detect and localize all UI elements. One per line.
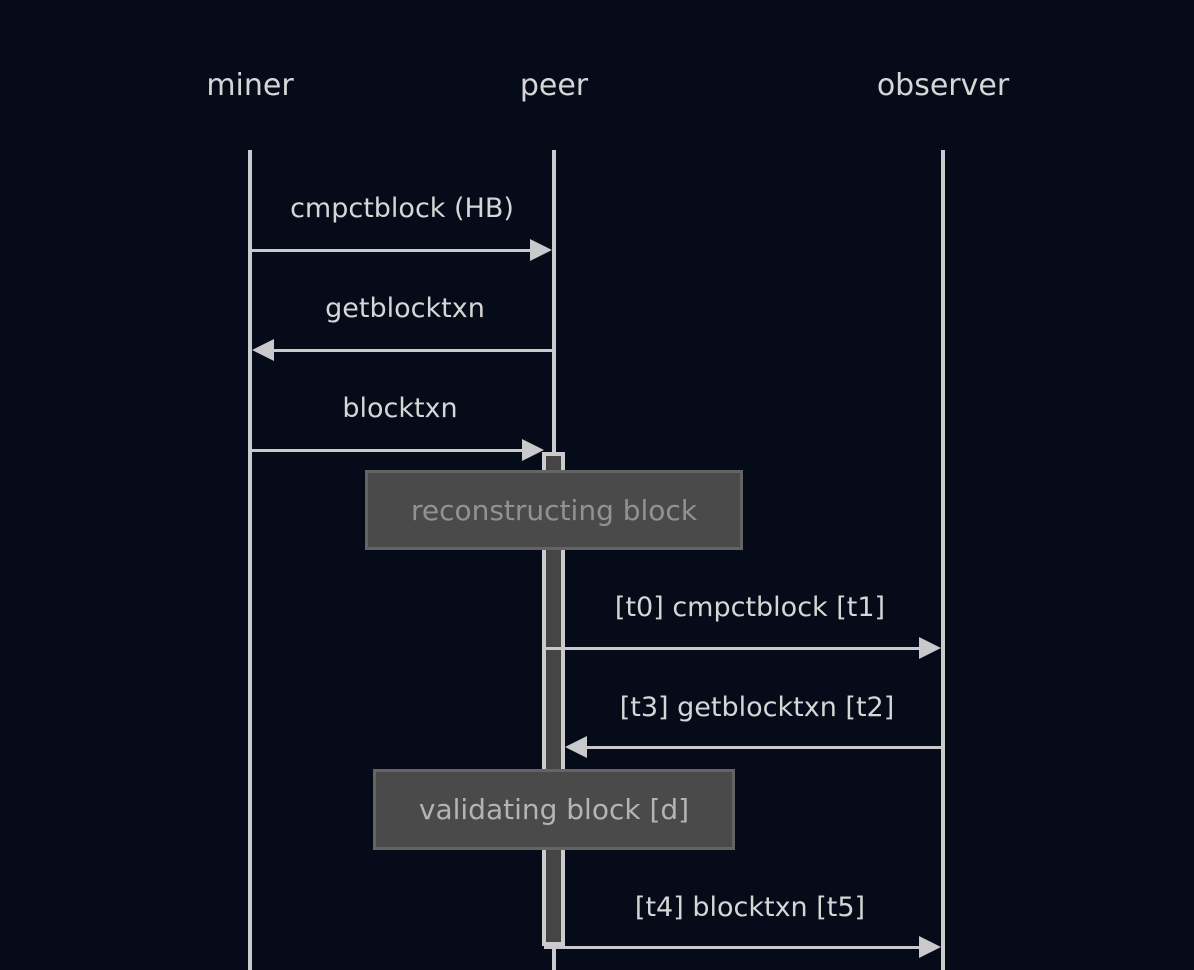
activity-box-label: reconstructing block	[410, 493, 698, 527]
message-line-t4-blocktxn-t5	[544, 946, 919, 949]
arrowhead-right-icon	[522, 439, 544, 461]
message-line-cmpctblock-hb	[252, 249, 532, 252]
message-label-t3-getblocktxn-t2: [t3] getblocktxn [t2]	[619, 692, 895, 723]
activity-box-validating-block: validating block [d]	[373, 769, 735, 850]
message-line-t0-cmpctblock-t1	[544, 647, 919, 650]
message-line-t3-getblocktxn-t2	[587, 746, 941, 749]
arrowhead-left-icon	[565, 736, 587, 758]
lifeline-observer	[941, 150, 945, 970]
message-label-t0-cmpctblock-t1: [t0] cmpctblock [t1]	[614, 592, 886, 623]
actor-label-peer: peer	[519, 68, 589, 103]
message-label-blocktxn: blocktxn	[342, 393, 458, 424]
arrowhead-right-icon	[530, 239, 552, 261]
actor-label-miner: miner	[206, 68, 294, 103]
lifeline-miner	[248, 150, 252, 970]
message-label-t4-blocktxn-t5: [t4] blocktxn [t5]	[634, 892, 866, 923]
activity-box-reconstructing-block: reconstructing block	[365, 470, 743, 550]
arrowhead-right-icon	[919, 637, 941, 659]
arrowhead-left-icon	[252, 339, 274, 361]
message-label-cmpctblock-hb: cmpctblock (HB)	[290, 193, 514, 224]
arrowhead-right-icon	[919, 936, 941, 958]
actor-label-observer: observer	[876, 68, 1010, 103]
message-label-getblocktxn: getblocktxn	[325, 293, 485, 324]
message-line-getblocktxn	[274, 349, 552, 352]
message-line-blocktxn	[252, 449, 522, 452]
activity-box-label: validating block [d]	[418, 793, 690, 826]
